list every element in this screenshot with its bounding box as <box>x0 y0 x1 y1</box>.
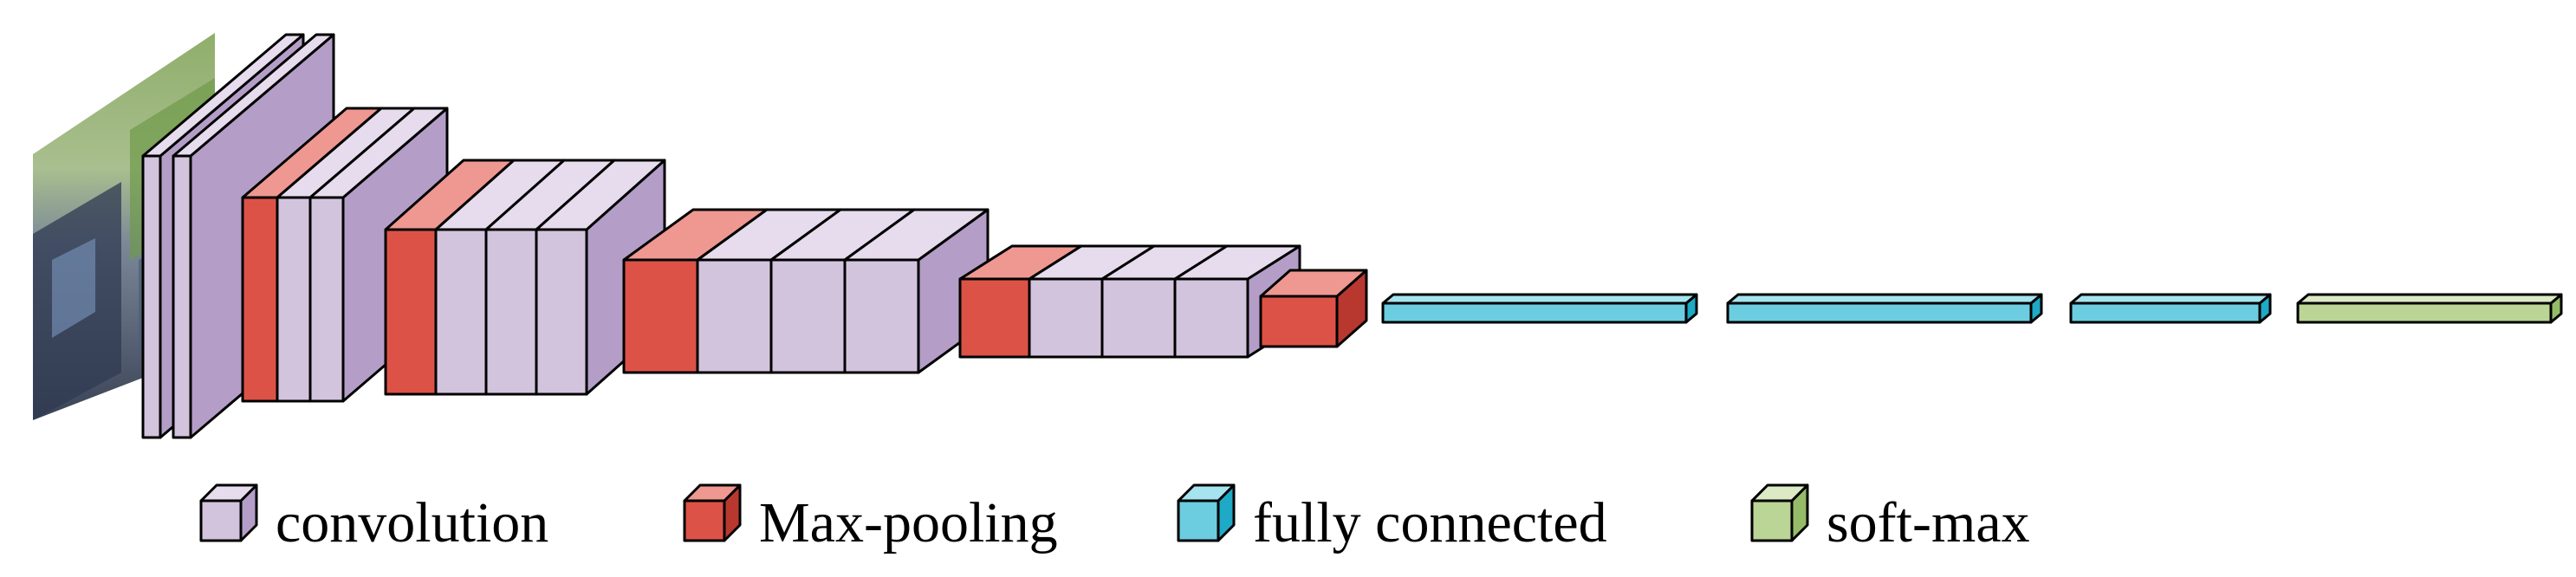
layer-max-pooling-3-front <box>241 196 279 403</box>
layer-convolution-15-front <box>1028 277 1104 359</box>
layer-fully-connected-20 <box>1726 293 2043 324</box>
layer-convolution-16-front <box>1100 277 1177 359</box>
legend-swatch-soft-max <box>1750 483 1809 542</box>
layer-convolution-11-front <box>696 258 773 374</box>
legend-swatch-fully-connected <box>1177 483 1236 542</box>
legend-swatch-soft-max-front <box>1750 499 1794 542</box>
layer-soft-max-22-front <box>2296 301 2553 324</box>
network-layers <box>141 33 2563 439</box>
layer-convolution-17-front <box>1173 277 1249 359</box>
layer-convolution-5-front <box>308 196 345 403</box>
layer-fully-connected-21-front <box>2069 301 2261 324</box>
layer-convolution-12-front <box>769 258 847 374</box>
layer-convolution-2-front <box>172 154 192 439</box>
layer-soft-max-22 <box>2296 293 2563 324</box>
layer-convolution-13-front <box>843 258 920 374</box>
layer-convolution-7-front <box>434 228 488 396</box>
layer-fully-connected-20-front <box>1726 301 2033 324</box>
layer-fully-connected-19-front <box>1381 301 1688 324</box>
legend-swatch-max-pooling <box>683 483 742 542</box>
legend-swatch-fully-connected-front <box>1177 499 1220 542</box>
layer-max-pooling-6-front <box>384 228 438 396</box>
legend-swatch-convolution <box>199 483 258 542</box>
layer-convolution-1-front <box>141 154 162 439</box>
layer-max-pooling-14-front <box>958 277 1031 359</box>
layer-fully-connected-19 <box>1381 293 1698 324</box>
layer-max-pooling-10-front <box>622 258 699 374</box>
legend-swatch-convolution-front <box>199 499 243 542</box>
legend: convolution Max-pooling fully connected sof… <box>199 483 2030 554</box>
legend-label-soft-max: soft-max <box>1827 491 2030 554</box>
layer-max-pooling-18-front <box>1259 295 1339 348</box>
layer-fully-connected-21 <box>2069 293 2272 324</box>
legend-label-fully-connected: fully connected <box>1253 491 1607 554</box>
layer-convolution-8-front <box>484 228 538 396</box>
legend-label-max-pooling: Max-pooling <box>759 491 1058 554</box>
layer-max-pooling-18 <box>1259 269 1368 348</box>
layer-convolution-4-front <box>276 196 312 403</box>
legend-swatch-max-pooling-front <box>683 499 726 542</box>
legend-label-convolution: convolution <box>276 491 548 554</box>
layer-convolution-9-front <box>535 228 588 396</box>
